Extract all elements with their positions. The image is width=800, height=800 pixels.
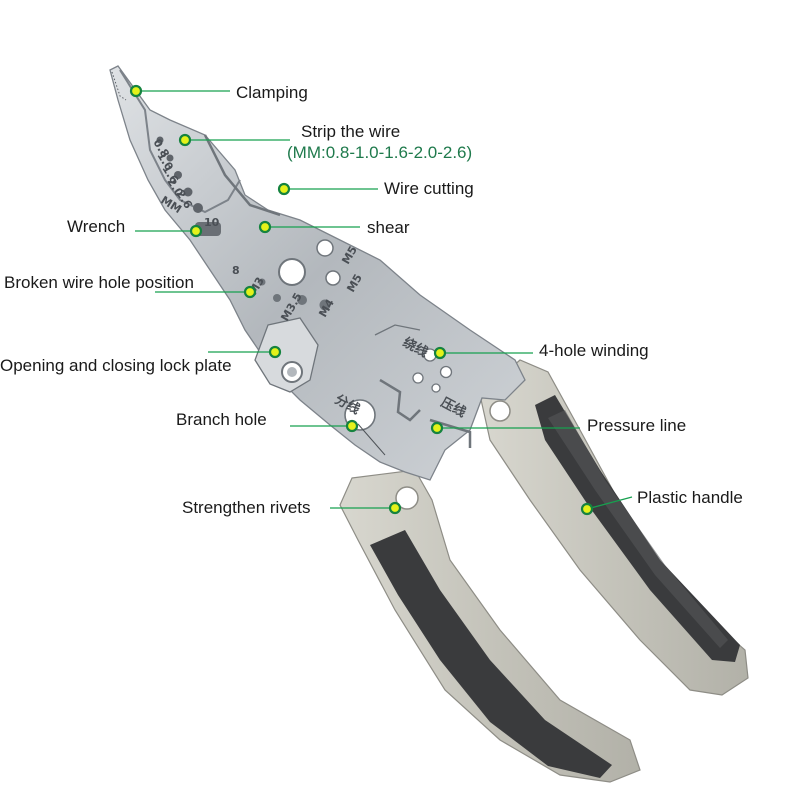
marker-branch-hole xyxy=(345,419,359,433)
callout-leaders xyxy=(135,90,633,510)
label-shear: shear xyxy=(367,218,410,237)
marker-pressure-line xyxy=(430,421,444,435)
steel-head xyxy=(109,65,526,481)
label-strip-wire-sizes: (MM:0.8-1.0-1.6-2.0-2.6) xyxy=(287,143,472,162)
right-handle xyxy=(479,359,749,696)
tool-illustration: 0.8 1.0 1.6 2.0 2.6 MM 10 8 M3 M3. xyxy=(109,65,749,783)
label-broken-wire-hole: Broken wire hole position xyxy=(4,273,194,292)
label-plastic-handle: Plastic handle xyxy=(637,488,743,507)
label-strip-wire: Strip the wire xyxy=(301,122,400,141)
leader-plastic-handle xyxy=(586,496,633,510)
marker-clamping xyxy=(129,84,143,98)
label-lock-plate: Opening and closing lock plate xyxy=(0,356,232,375)
marker-broken-wire-hole xyxy=(243,285,257,299)
left-handle xyxy=(339,469,641,783)
marker-four-hole-winding xyxy=(433,346,447,360)
marker-shear xyxy=(258,220,272,234)
marker-strip-wire xyxy=(178,133,192,147)
marker-wrench xyxy=(189,224,203,238)
marker-wire-cutting xyxy=(277,182,291,196)
wrench-size: 10 xyxy=(204,216,220,229)
label-pressure-line: Pressure line xyxy=(587,416,686,435)
marker-plastic-handle xyxy=(580,502,594,516)
callout-markers xyxy=(129,84,594,516)
wrench-size-small: 8 xyxy=(232,264,240,277)
marker-lock-plate xyxy=(268,345,282,359)
callout-labels: Clamping Strip the wire (MM:0.8-1.0-1.6-… xyxy=(0,83,743,517)
marker-strengthen-rivets xyxy=(388,501,402,515)
label-strengthen-rivets: Strengthen rivets xyxy=(182,498,311,517)
label-branch-hole: Branch hole xyxy=(176,410,267,429)
label-wire-cutting: Wire cutting xyxy=(384,179,474,198)
label-four-hole-winding: 4-hole winding xyxy=(539,341,649,360)
label-clamping: Clamping xyxy=(236,83,308,102)
label-wrench: Wrench xyxy=(67,217,125,236)
